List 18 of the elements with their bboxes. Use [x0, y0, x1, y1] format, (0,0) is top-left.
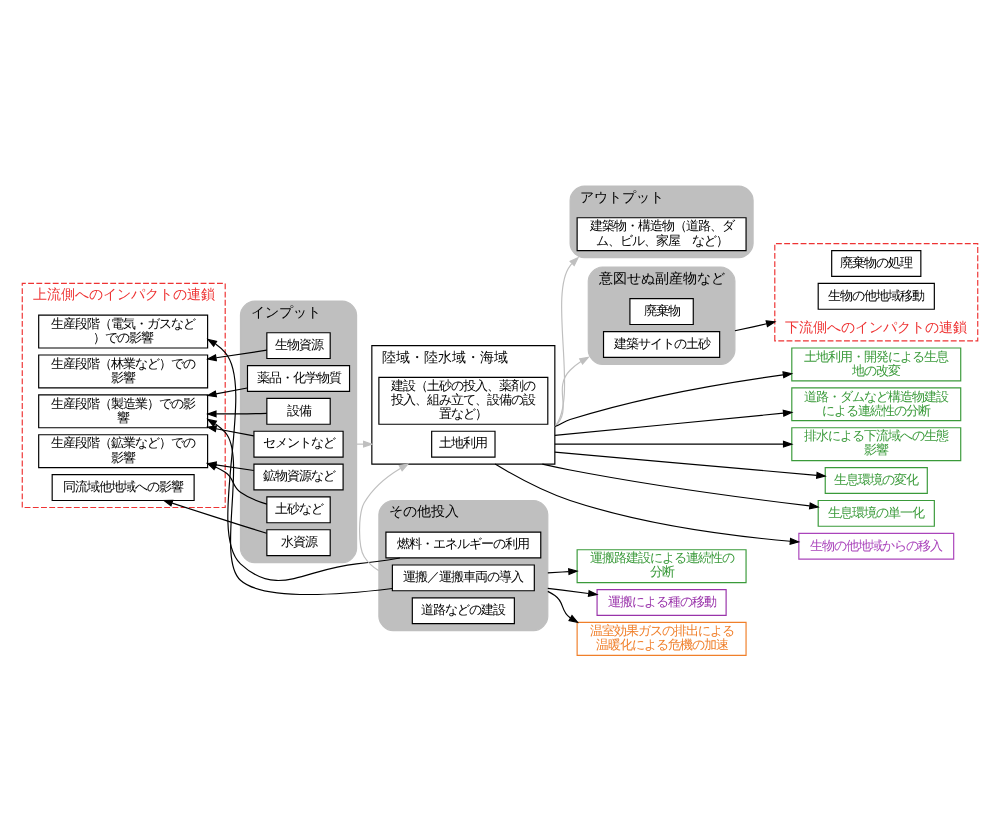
arrow: [206, 409, 268, 417]
arrow: [734, 319, 777, 331]
arrow: [554, 408, 794, 435]
arrow: [206, 386, 248, 397]
arrow: [547, 586, 599, 597]
arrow: [554, 450, 827, 478]
arrow: [206, 424, 255, 436]
arrow: [554, 255, 580, 427]
arrow: [547, 589, 580, 623]
arrow: [359, 462, 410, 571]
arrow: [554, 439, 794, 447]
arrow: [494, 462, 801, 544]
arrow: [206, 348, 268, 361]
arrow: [547, 567, 579, 575]
arrow: [541, 462, 820, 509]
arrow: [162, 498, 268, 533]
arrow: [554, 370, 794, 427]
arrow: [554, 355, 590, 427]
